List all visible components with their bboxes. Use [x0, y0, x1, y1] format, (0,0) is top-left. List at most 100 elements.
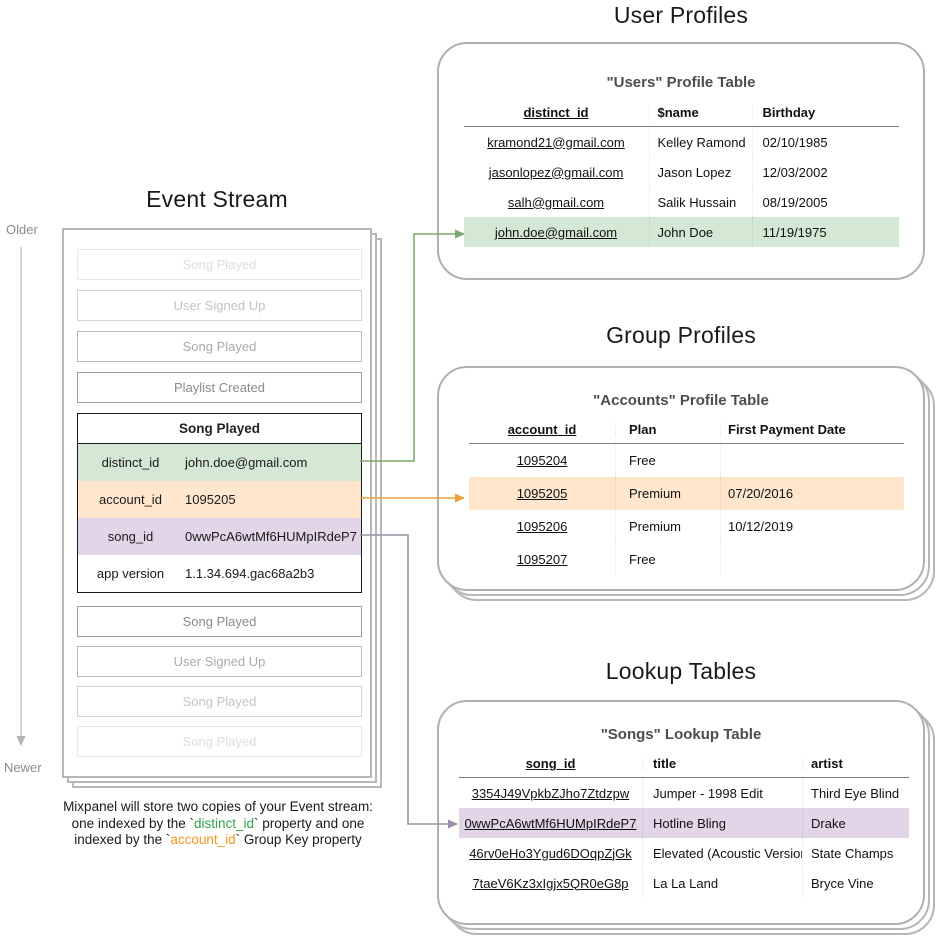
property-value: john.doe@gmail.com: [185, 455, 308, 470]
accounts-table-row: 1095204 Free: [469, 444, 904, 477]
caption-distinct-id-code: distinct_id: [193, 815, 255, 831]
column-header-plan: Plan: [615, 422, 720, 437]
caption-line1: Mixpanel will store two copies of your E…: [63, 799, 373, 814]
event-property-row-account-id: account_id 1095205: [78, 481, 361, 518]
caption-line3-pre: indexed by the `: [74, 832, 171, 847]
caption-line2-post: ` property and one: [254, 815, 365, 831]
expanded-event-card: Song Played distinct_id john.doe@gmail.c…: [77, 413, 362, 593]
group-profiles-title: Group Profiles: [606, 322, 756, 348]
timeline-newer-label: Newer: [4, 760, 42, 775]
event-stream-title: Event Stream: [146, 186, 288, 212]
cell-birthday: 11/19/1975: [751, 217, 899, 247]
event-property-row-song-id: song_id 0wwPcA6wtMf6HUMpIRdeP7: [78, 518, 361, 555]
songs-table-row-highlighted: 0wwPcA6wtMf6HUMpIRdeP7 Hotline Bling Dra…: [459, 808, 909, 838]
cell-account-id: 1095204: [516, 453, 568, 468]
songs-lookup-card: "Songs" Lookup Table song_id title artis…: [437, 700, 925, 925]
cell-name: Salik Hussain: [648, 187, 752, 217]
cell-plan: Premium: [615, 510, 720, 543]
accounts-profile-card: "Accounts" Profile Table account_id Plan…: [437, 366, 925, 591]
cell-distinct-id: salh@gmail.com: [507, 194, 605, 210]
event-box: Song Played: [77, 331, 362, 362]
cell-title: Jumper - 1998 Edit: [642, 778, 802, 808]
footnote-caption: Mixpanel will store two copies of your E…: [40, 799, 396, 849]
cell-account-id: 1095207: [516, 552, 568, 567]
users-table-header: distinct_id $name Birthday: [463, 105, 899, 127]
users-profile-card: "Users" Profile Table distinct_id $name …: [437, 42, 925, 280]
cell-title: La La Land: [642, 868, 802, 898]
cell-plan: Premium: [615, 477, 720, 510]
event-property-row-app-version: app version 1.1.34.694.gac68a2b3: [78, 555, 361, 592]
timeline-older-label: Older: [6, 222, 38, 237]
songs-table-header: song_id title artist: [459, 756, 909, 778]
event-stream-container: Song Played User Signed Up Song Played P…: [62, 228, 372, 778]
property-value: 0wwPcA6wtMf6HUMpIRdeP7: [185, 529, 357, 544]
cell-account-id: 1095206: [516, 519, 568, 534]
column-header-first-payment-date: First Payment Date: [720, 422, 904, 437]
users-table-row-highlighted: john.doe@gmail.com John Doe 11/19/1975: [463, 217, 899, 247]
cell-distinct-id: jasonlopez@gmail.com: [488, 164, 624, 180]
cell-name: Kelley Ramond: [648, 127, 752, 157]
cell-distinct-id: john.doe@gmail.com: [494, 224, 618, 240]
users-table-row: salh@gmail.com Salik Hussain 08/19/2005: [464, 187, 899, 217]
event-property-row-distinct-id: distinct_id john.doe@gmail.com: [78, 444, 361, 481]
event-box: Song Played: [77, 726, 362, 757]
property-key: account_id: [99, 492, 162, 507]
cell-artist: Drake: [802, 808, 909, 838]
cell-first-payment-date: [720, 543, 904, 576]
lookup-tables-title: Lookup Tables: [605, 658, 757, 684]
column-header-birthday: Birthday: [751, 105, 899, 120]
column-header-name: $name: [648, 105, 752, 120]
songs-table-row: 3354J49VpkbZJho7Ztdzpw Jumper - 1998 Edi…: [459, 778, 909, 808]
songs-table: song_id title artist 3354J49VpkbZJho7Ztd…: [459, 756, 909, 898]
accounts-table-row: 1095206 Premium 10/12/2019: [469, 510, 904, 543]
cell-plan: Free: [615, 543, 720, 576]
column-header-artist: artist: [802, 756, 909, 771]
event-box: Playlist Created: [77, 372, 362, 403]
cell-first-payment-date: 10/12/2019: [720, 510, 904, 543]
songs-table-row: 7taeV6Kz3xIgjx5QR0eG8p La La Land Bryce …: [459, 868, 909, 898]
users-table-title: "Users" Profile Table: [606, 74, 756, 91]
caption-line3-post: ` Group Key property: [235, 832, 362, 847]
cell-distinct-id: kramond21@gmail.com: [487, 134, 625, 150]
cell-artist: Bryce Vine: [802, 868, 909, 898]
column-header-title: title: [642, 756, 802, 771]
cell-title: Hotline Bling: [642, 808, 802, 838]
accounts-table: account_id Plan First Payment Date 10952…: [469, 422, 904, 576]
property-value: 1095205: [185, 492, 236, 507]
property-value: 1.1.34.694.gac68a2b3: [185, 566, 315, 581]
cell-name: Jason Lopez: [648, 157, 752, 187]
cell-artist: State Champs: [802, 838, 909, 868]
column-header-account-id: account_id: [507, 422, 577, 437]
users-table-row: kramond21@gmail.com Kelley Ramond 02/10/…: [464, 127, 899, 157]
user-profiles-title: User Profiles: [613, 2, 749, 28]
cell-first-payment-date: 07/20/2016: [720, 477, 904, 510]
column-header-song-id: song_id: [525, 756, 576, 771]
column-header-distinct-id: distinct_id: [523, 105, 589, 120]
event-box: Song Played: [77, 686, 362, 717]
cell-artist: Third Eye Blind: [802, 778, 909, 808]
event-box: Song Played: [77, 606, 362, 637]
event-box: Song Played: [77, 249, 362, 280]
cell-name: John Doe: [648, 217, 752, 247]
cell-song-id: 7taeV6Kz3xIgjx5QR0eG8p: [472, 875, 629, 891]
accounts-table-title: "Accounts" Profile Table: [593, 392, 769, 409]
caption-line2-pre: one indexed by the `: [71, 815, 194, 831]
cell-plan: Free: [615, 444, 720, 477]
cell-birthday: 12/03/2002: [751, 157, 899, 187]
property-key: song_id: [107, 529, 154, 544]
cell-song-id: 0wwPcA6wtMf6HUMpIRdeP7: [464, 815, 637, 831]
cell-title: Elevated (Acoustic Version): [642, 838, 802, 868]
songs-table-title: "Songs" Lookup Table: [600, 726, 762, 743]
expanded-event-title: Song Played: [78, 414, 361, 444]
property-key: distinct_id: [101, 455, 160, 470]
accounts-table-header: account_id Plan First Payment Date: [469, 422, 904, 444]
cell-song-id: 46rv0eHo3Ygud6DOqpZjGk: [469, 845, 632, 861]
property-key: app version: [96, 566, 165, 581]
cell-birthday: 02/10/1985: [751, 127, 899, 157]
cell-account-id: 1095205: [516, 486, 568, 501]
accounts-table-row: 1095207 Free: [469, 543, 904, 576]
cell-birthday: 08/19/2005: [751, 187, 899, 217]
event-box: User Signed Up: [77, 290, 362, 321]
users-table-row: jasonlopez@gmail.com Jason Lopez 12/03/2…: [464, 157, 899, 187]
